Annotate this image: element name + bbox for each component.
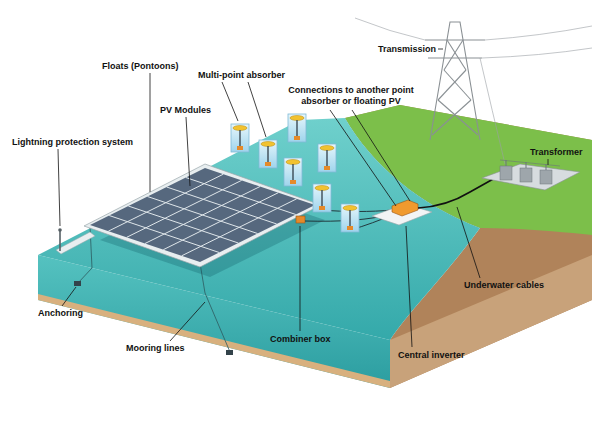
callout-label: Underwater cables	[464, 280, 544, 291]
point-absorber	[284, 158, 302, 186]
pv-grid-line	[127, 180, 242, 237]
pv-array	[90, 168, 315, 262]
anchor-block	[74, 281, 81, 286]
power-line	[480, 58, 505, 164]
substation-pad	[482, 164, 580, 190]
transmission-tower	[425, 22, 485, 140]
pv-grid-line	[108, 174, 223, 231]
water-surface	[38, 118, 480, 340]
callout-label: Central inverter	[398, 350, 465, 361]
callout-label: Anchoring	[38, 308, 83, 319]
tower-brace	[447, 40, 466, 70]
transformer-unit	[540, 170, 552, 184]
callout-label: PV Modules	[160, 105, 211, 116]
point-absorber	[259, 140, 277, 168]
callout-label: Multi-point absorber	[198, 70, 285, 81]
leader-lines	[58, 49, 548, 347]
busbar	[500, 160, 560, 166]
callout-label: Combiner box	[270, 334, 331, 345]
callout-label: Connections to another point absorber or…	[272, 85, 430, 107]
pv-grid-line	[163, 193, 278, 250]
leader-line	[150, 73, 151, 192]
leader-line	[457, 207, 480, 278]
callout-label: Mooring lines	[126, 343, 185, 354]
lightning-rod-tip	[58, 228, 62, 232]
leader-line	[186, 117, 190, 186]
point-absorber	[313, 184, 331, 212]
underwater-cable	[418, 178, 495, 208]
tower-arm	[425, 39, 485, 40]
power-line	[355, 18, 425, 40]
transformer-unit	[520, 168, 532, 182]
mooring-line	[78, 268, 92, 283]
lightning-rod	[59, 230, 61, 251]
callout-label: Lightning protection system	[12, 137, 133, 148]
pv-grid-line	[145, 187, 260, 244]
transformer-unit	[500, 166, 512, 180]
leader-line	[300, 226, 301, 331]
point-absorber	[231, 124, 249, 152]
pv-grid	[108, 174, 296, 256]
power-line	[482, 48, 592, 58]
tower-brace	[432, 100, 471, 135]
point-absorber	[341, 204, 359, 232]
tower-brace	[438, 100, 478, 135]
power-line	[485, 26, 592, 40]
leader-line	[438, 49, 443, 50]
leader-line	[58, 149, 60, 226]
substation	[482, 160, 580, 190]
central-inverter	[392, 200, 418, 216]
leader-line	[222, 82, 238, 121]
pv-grid-line	[182, 199, 297, 256]
leader-line	[170, 302, 205, 341]
point-absorber	[288, 114, 306, 142]
tower-brace	[444, 40, 463, 70]
callout-label: Transformer	[530, 147, 583, 158]
mooring-line	[205, 293, 230, 352]
tower-brace	[438, 70, 466, 100]
leader-line	[330, 110, 396, 206]
leader-line	[352, 110, 410, 201]
leader-line	[406, 226, 412, 347]
callout-label: Transmission	[378, 44, 436, 55]
tower-brace	[444, 70, 471, 100]
callout-label: Floats (Pontoons)	[102, 61, 179, 72]
point-absorber	[318, 144, 336, 172]
leader-line	[248, 82, 266, 137]
anchor-block	[226, 350, 233, 355]
combiner-box	[296, 216, 305, 223]
float-walkway	[56, 232, 95, 254]
leader-line	[548, 159, 549, 165]
leader-line	[62, 287, 76, 306]
tower-arm	[428, 57, 482, 58]
